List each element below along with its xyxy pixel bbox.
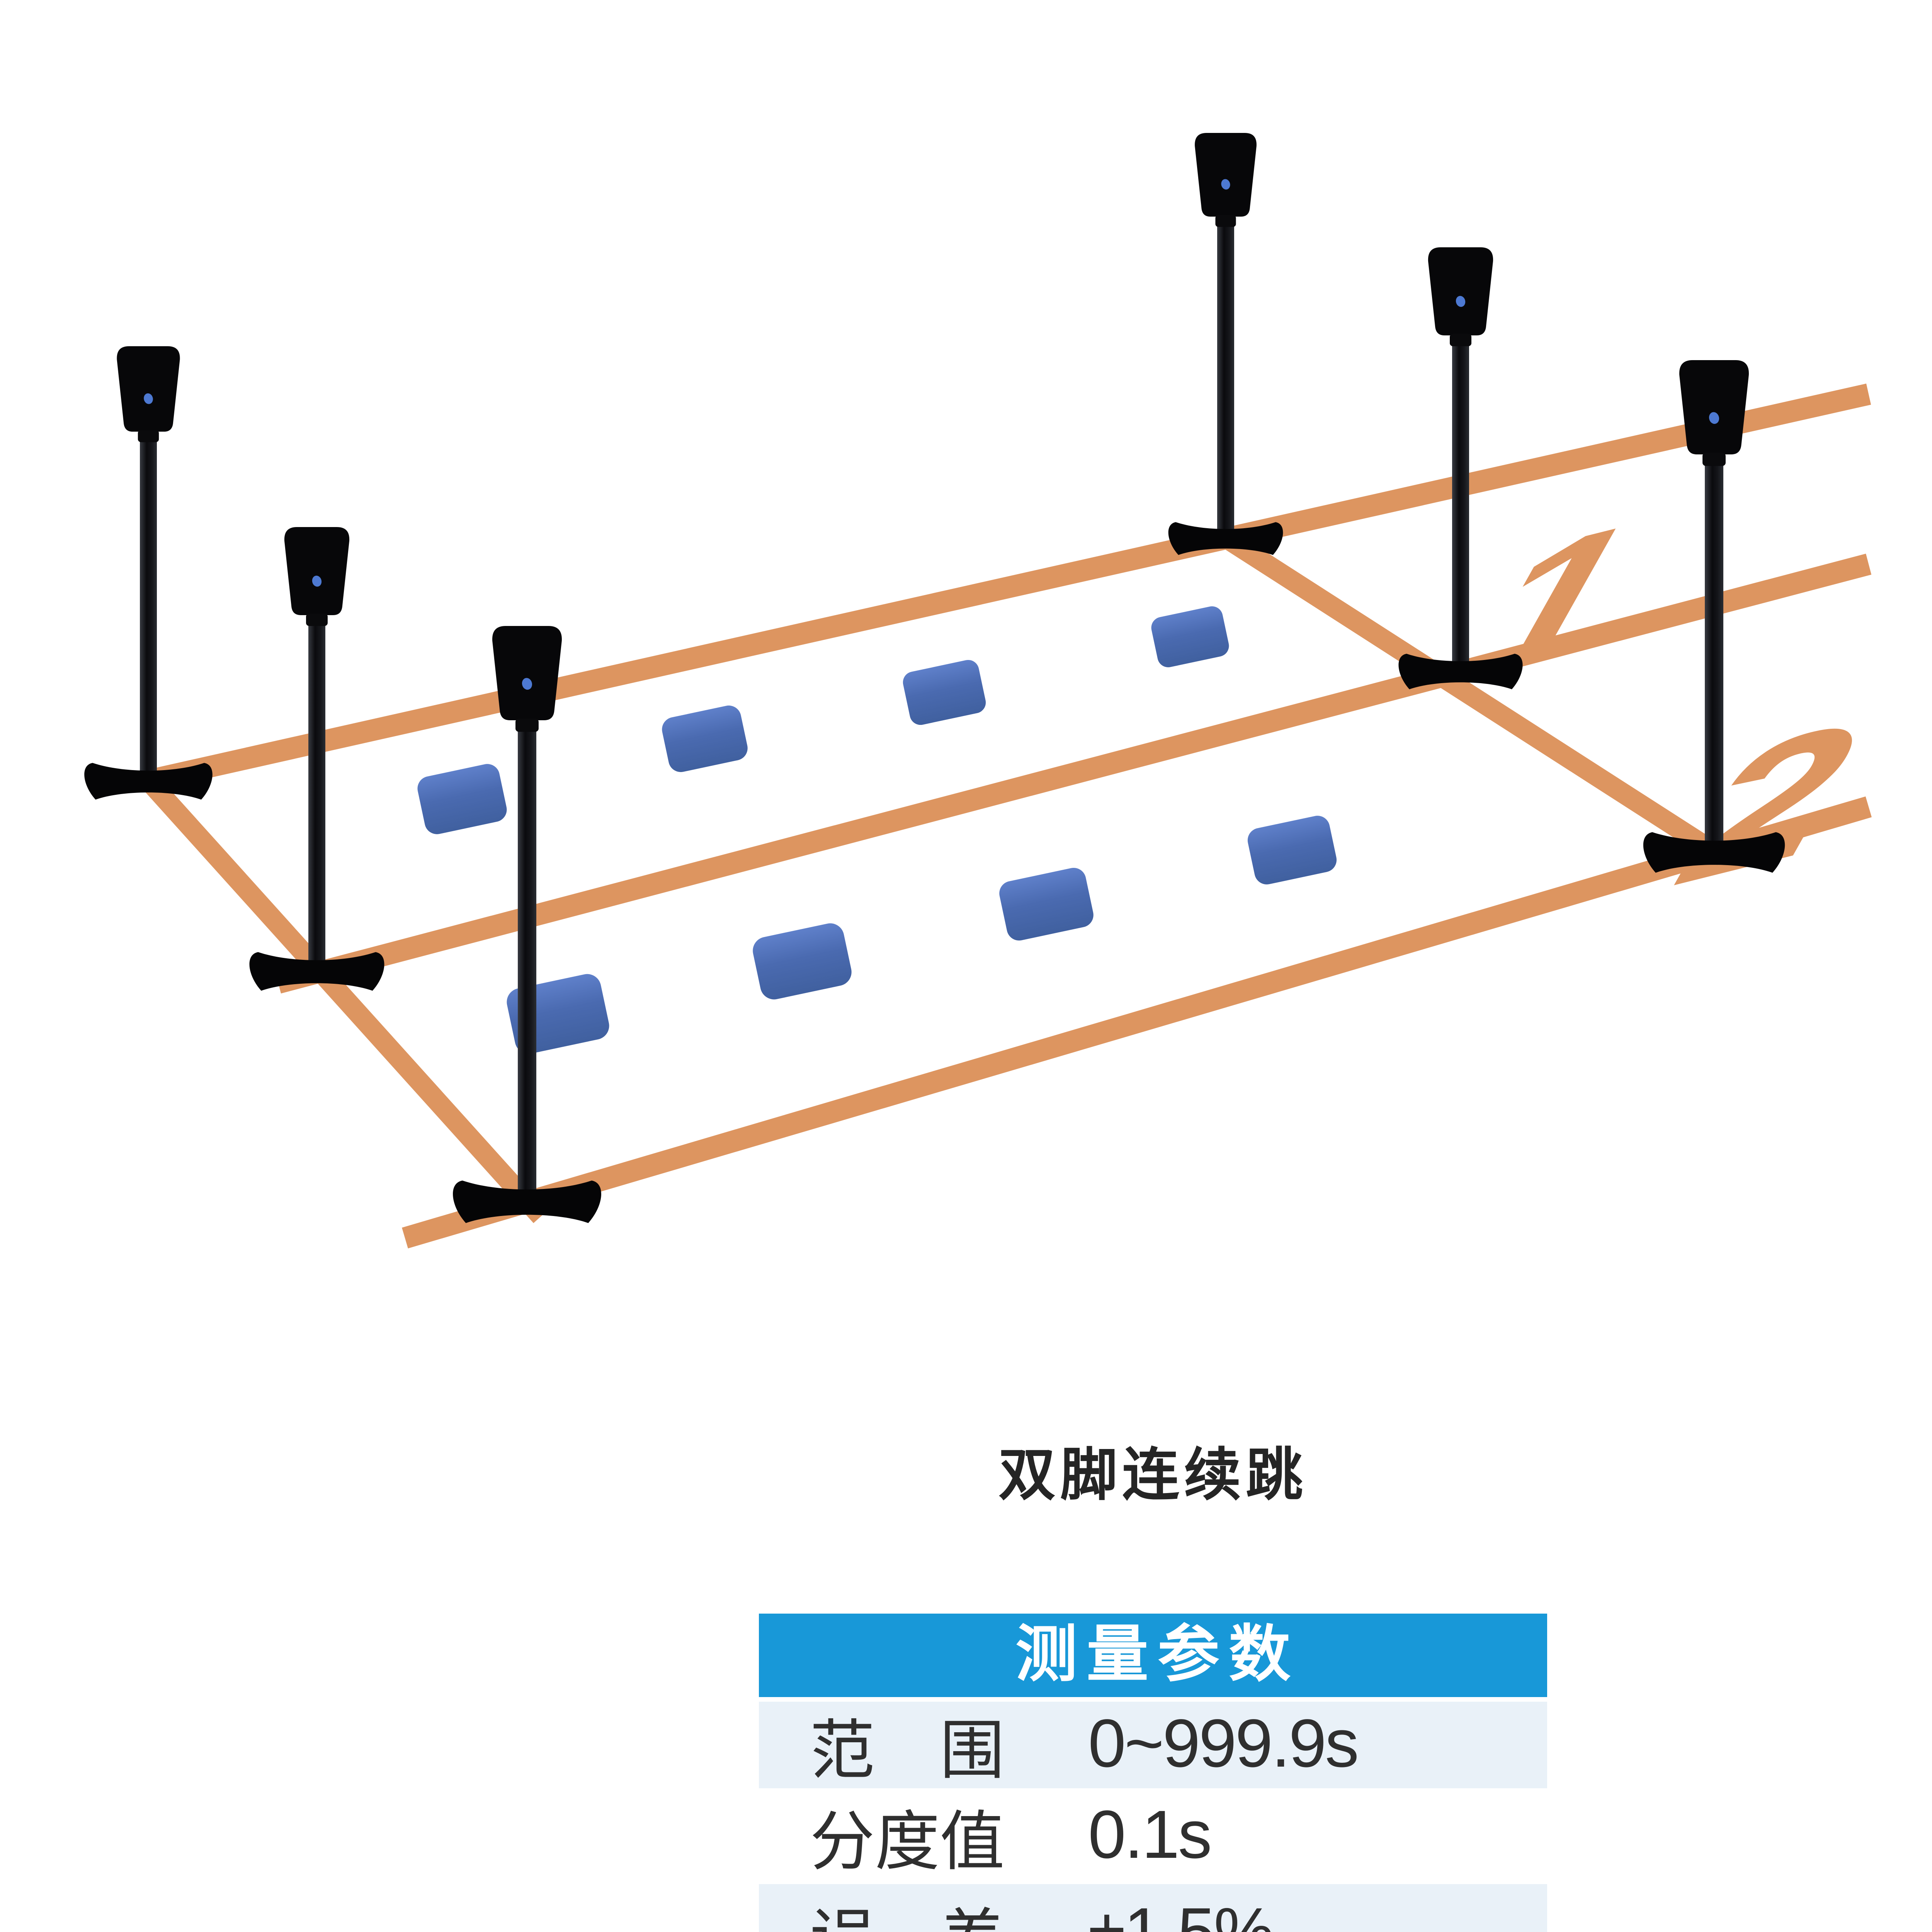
spec-table: 测量参数 范 围 0~999.9s 分度值 0.1s 误 差 ±1.5% (759, 1614, 1547, 1932)
lane-line-far (146, 383, 1871, 791)
post-pole (518, 719, 536, 1209)
finish-end-line (141, 774, 549, 1223)
post-head (1679, 360, 1749, 466)
jump-block (903, 660, 986, 725)
post-head (284, 527, 350, 626)
post-pole (1705, 453, 1723, 859)
post-head (492, 626, 562, 732)
spec-label: 范 围 (810, 1713, 1005, 1786)
post-pole (1217, 219, 1234, 546)
post-base (453, 1180, 601, 1223)
post-base (249, 952, 384, 991)
lane-line-middle (275, 553, 1872, 994)
jump-block (1247, 816, 1337, 884)
sensor-post (1643, 360, 1785, 873)
sensor-dot-icon (1456, 296, 1466, 307)
lane-lines (141, 383, 1872, 1248)
spec-row-range: 范 围 0~999.9s (759, 1702, 1547, 1788)
spec-label: 分度值 (810, 1804, 1005, 1877)
post-head (1428, 247, 1493, 346)
post-pole (140, 434, 157, 788)
sensor-dot-icon (522, 678, 532, 690)
spec-label: 误 差 (810, 1886, 1026, 1932)
sensor-dot-icon (144, 393, 153, 404)
sensor-dot-icon (312, 575, 322, 587)
jump-block (417, 764, 507, 834)
post-base (1398, 653, 1523, 689)
post-pole (308, 615, 325, 978)
post-head (1195, 133, 1257, 227)
lane-line-near (402, 796, 1872, 1248)
sensor-post (249, 527, 384, 991)
sensor-post (1398, 247, 1523, 689)
start-line (1220, 529, 1720, 860)
sensor-post (1168, 133, 1283, 555)
spec-row-resolution: 分度值 0.1s (759, 1793, 1547, 1879)
spec-value: 0~999.9s (1088, 1706, 1359, 1782)
page-title: 双脚连续跳 (998, 1444, 1308, 1507)
sensor-post (84, 346, 213, 800)
post-base (84, 763, 213, 800)
post-base (1168, 522, 1283, 555)
jump-block (999, 867, 1094, 941)
sensor-dot-icon (1221, 179, 1230, 190)
sensor-posts (84, 133, 1785, 1223)
track-illustration: 1 2 (84, 133, 1903, 1248)
spec-table-header: 测量参数 (759, 1614, 1547, 1697)
spec-value: 0.1s (1088, 1798, 1212, 1873)
jump-block (662, 705, 748, 772)
post-pole (1452, 335, 1469, 679)
sensor-post (453, 626, 601, 1223)
post-head (117, 346, 180, 442)
sensor-dot-icon (1709, 412, 1719, 424)
spec-row-error: 误 差 ±1.5% (759, 1884, 1547, 1932)
jump-block (753, 923, 852, 1000)
post-base (1643, 832, 1785, 873)
jump-block (1151, 606, 1229, 667)
spec-value: ±1.5% (1088, 1895, 1274, 1932)
